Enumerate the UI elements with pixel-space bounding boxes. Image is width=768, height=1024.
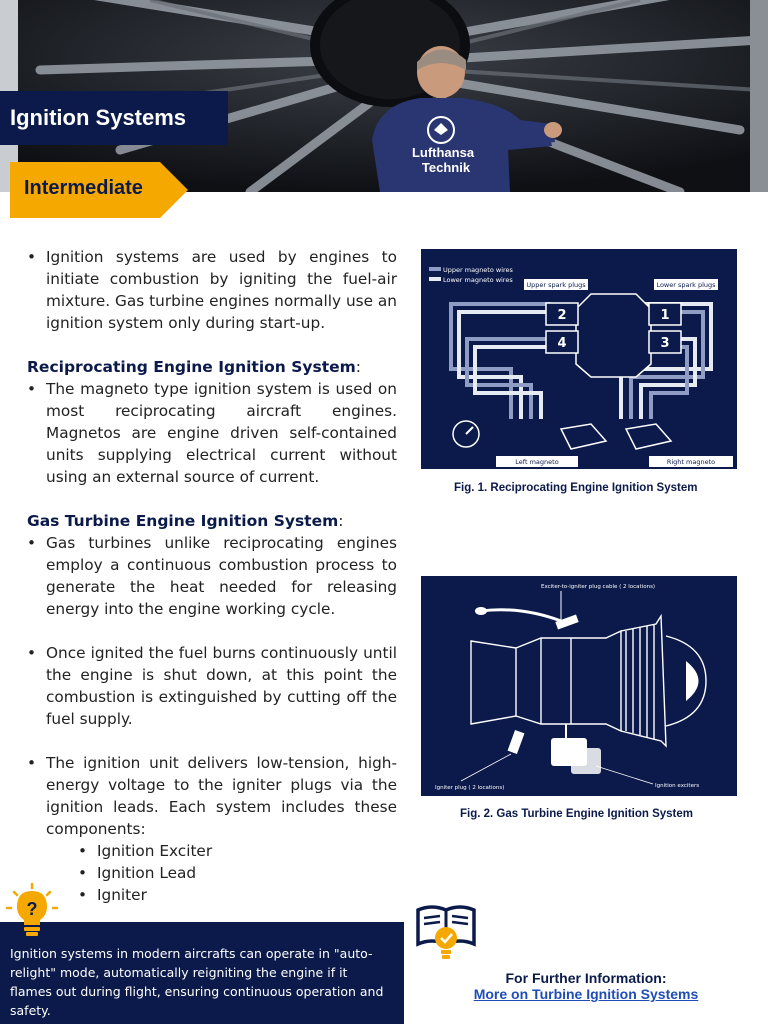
further-info-label: For Further Information: xyxy=(505,970,667,986)
label-right-magneto: Right magneto xyxy=(667,458,715,466)
gas-turbine-bullet-3: The ignition unit delivers low-tension, … xyxy=(27,752,397,840)
jacket-brand-line2: Technik xyxy=(422,160,471,175)
gas-turbine-bullet-1: Gas turbines unlike reciprocating engine… xyxy=(27,532,397,620)
reciprocating-heading: Reciprocating Engine Ignition System: xyxy=(27,358,362,376)
further-info: For Further Information: More on Turbine… xyxy=(404,970,768,1002)
figure-reciprocating-diagram: Upper magneto wires Lower magneto wires … xyxy=(421,249,737,469)
intro-bullet: Ignition systems are used by engines to … xyxy=(27,246,397,334)
label-lower-plugs: Lower spark plugs xyxy=(656,281,716,289)
fact-box: Ignition systems in modern aircrafts can… xyxy=(0,922,404,1024)
main-text: Ignition systems are used by engines to … xyxy=(27,246,397,906)
legend-upper-wires: Upper magneto wires xyxy=(443,266,514,274)
cylinder-label: 4 xyxy=(557,336,566,351)
level-badge: Intermediate xyxy=(10,162,188,218)
figure2-caption: Fig. 2. Gas Turbine Engine Ignition Syst… xyxy=(460,808,694,820)
svg-text:?: ? xyxy=(27,899,38,919)
lightbulb-question-icon: ? xyxy=(4,882,60,938)
cylinder-label: 3 xyxy=(660,336,669,351)
gas-turbine-bullet-2: Once ignited the fuel burns continuously… xyxy=(27,642,397,730)
more-info-link[interactable]: More on Turbine Ignition Systems xyxy=(473,986,699,1002)
component-item: Igniter xyxy=(27,884,397,906)
component-item: Ignition Exciter xyxy=(27,840,397,862)
label-ignition-exciters: Ignition exciters xyxy=(655,783,699,789)
fact-text: Ignition systems in modern aircrafts can… xyxy=(10,946,384,1018)
figure1-caption: Fig. 1. Reciprocating Engine Ignition Sy… xyxy=(454,482,698,494)
cylinder-label: 1 xyxy=(660,308,669,323)
figure-gas-turbine-diagram: Exciter-to-igniter plug cable ( 2 locati… xyxy=(421,576,737,796)
label-igniter-plug: Igniter plug ( 2 locations) xyxy=(435,785,504,791)
gas-turbine-heading: Gas Turbine Engine Ignition System: xyxy=(27,512,344,530)
page-title: Ignition Systems xyxy=(0,91,228,145)
jacket-brand-line1: Lufthansa xyxy=(412,145,475,160)
legend-lower-wires: Lower magneto wires xyxy=(443,276,513,284)
level-label: Intermediate xyxy=(24,177,143,199)
label-upper-plugs: Upper spark plugs xyxy=(526,281,586,289)
label-exciter-cable: Exciter-to-igniter plug cable ( 2 locati… xyxy=(541,584,655,590)
hero-photo: Lufthansa Technik xyxy=(0,0,768,192)
label-left-magneto: Left magneto xyxy=(515,458,558,466)
component-item: Ignition Lead xyxy=(27,862,397,884)
book-lightbulb-icon xyxy=(414,902,478,964)
reciprocating-bullet: The magneto type ignition system is used… xyxy=(27,378,397,488)
cylinder-label: 2 xyxy=(557,308,566,323)
